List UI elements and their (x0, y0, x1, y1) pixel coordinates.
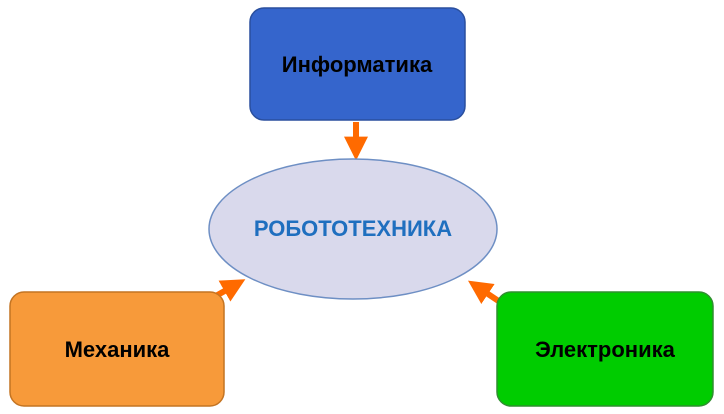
node-robotics-center: РОБОТОТЕХНИКА (208, 158, 498, 300)
node-informatics: Информатика (249, 7, 466, 121)
center-ellipse (208, 158, 498, 300)
node-informatics-box (249, 7, 466, 121)
node-electronics: Электроника (496, 291, 714, 407)
node-electronics-box (496, 291, 714, 407)
node-electronics-label: Электроника (535, 337, 676, 362)
node-mechanics-box (9, 291, 225, 407)
node-informatics-label: Информатика (282, 52, 433, 77)
node-mechanics-label: Механика (65, 337, 171, 362)
node-mechanics: Механика (9, 291, 225, 407)
center-label: РОБОТОТЕХНИКА (254, 216, 452, 241)
arrow-electronics-to-center (468, 280, 502, 305)
